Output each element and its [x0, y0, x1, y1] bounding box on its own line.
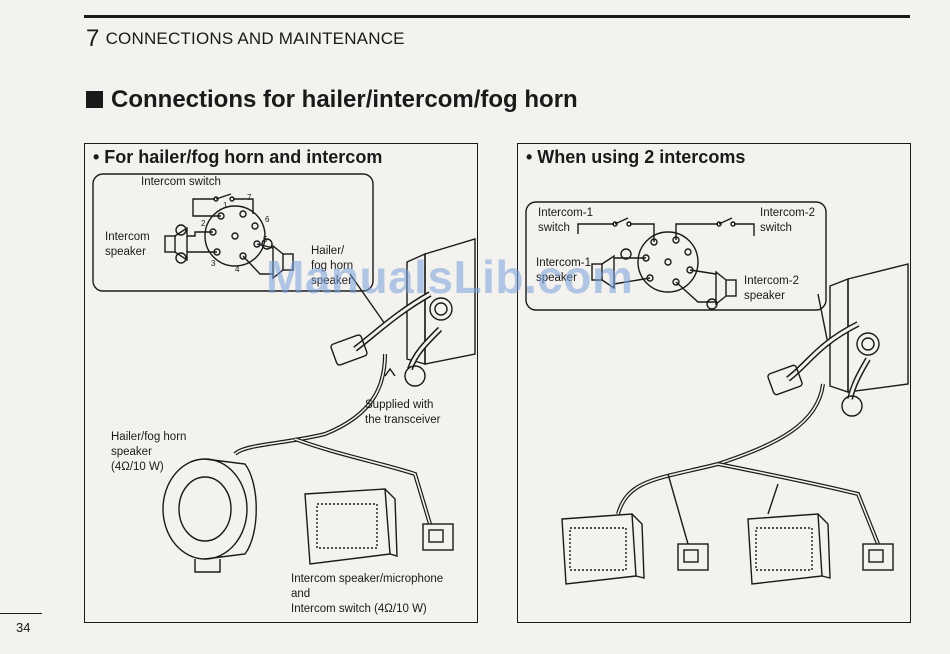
connector-pin-label: 4 — [235, 265, 240, 274]
connector-pin-label: 3 — [211, 259, 216, 268]
label-horn-2: speaker — [111, 446, 152, 458]
page-number: 34 — [16, 620, 31, 635]
connector-pin-label: 1 — [223, 201, 228, 210]
label-sw1-1: Intercom-1 — [538, 207, 593, 219]
label-intercom-speaker-2: speaker — [105, 246, 146, 258]
watermark: ManualsLib.com — [266, 251, 634, 303]
switch-wire — [192, 198, 254, 217]
label-hailer-3: speaker — [311, 275, 352, 287]
intercom-speaker-icon — [164, 235, 176, 253]
chapter-heading: 7 CONNECTIONS AND MAINTENANCE — [86, 25, 405, 53]
label-mic-3: Intercom switch (4Ω/10 W) — [291, 603, 427, 615]
connector-circle-2 — [637, 231, 699, 293]
section-title-text: Connections for hailer/intercom/fog horn — [111, 86, 578, 113]
hailer-intercom-diagram: 1 2 3 4 5 6 7 — [92, 173, 476, 573]
square-bullet-icon — [86, 91, 103, 108]
label-sw2-1: Intercom-2 — [760, 207, 815, 219]
intercom-switch-box-icon — [422, 523, 454, 551]
connector-circle — [204, 205, 266, 267]
label-intercom-switch: Intercom switch — [141, 176, 221, 188]
connector-plug-icon — [330, 334, 368, 366]
label-hailer-2: fog horn — [311, 260, 354, 272]
schematic-inset — [92, 173, 374, 292]
label-spk1-1: Intercom-1 — [536, 257, 591, 269]
hailer-speaker-icon — [282, 253, 294, 271]
label-spk1-2: speaker — [536, 272, 577, 284]
connector-pin-label: 7 — [247, 193, 252, 202]
label-hailer-1: Hailer/ — [311, 245, 345, 257]
label-spk2-2: speaker — [744, 290, 785, 302]
label-spk2-1: Intercom-2 — [744, 275, 799, 287]
intercom-2-switch-box-icon — [862, 543, 894, 571]
fog-horn-icon — [162, 458, 248, 560]
label-horn-3: (4Ω/10 W) — [111, 461, 164, 473]
connector-pin-label: 2 — [201, 219, 206, 228]
label-mic-1: Intercom speaker/microphone — [291, 573, 444, 585]
label-sw1-2: switch — [538, 222, 570, 234]
label-intercom-speaker-1: Intercom — [105, 231, 150, 243]
connector-pin-label: 5 — [263, 235, 268, 244]
label-horn-1: Hailer/fog horn — [111, 431, 187, 443]
label-supplied-1: Supplied with — [365, 399, 434, 411]
page-rule — [0, 613, 42, 614]
label-supplied-2: the transceiver — [365, 414, 441, 426]
label-mic-2: and — [291, 588, 311, 600]
section-title: Connections for hailer/intercom/fog horn — [86, 86, 578, 114]
two-intercoms-diagram — [525, 201, 909, 585]
chapter-title: CONNECTIONS AND MAINTENANCE — [105, 29, 405, 48]
label-sw2-2: switch — [760, 222, 792, 234]
intercom-1-switch-box-icon — [677, 543, 709, 571]
intercom-unit-icon — [304, 488, 391, 565]
intercom-2-unit-icon — [747, 513, 823, 585]
connector-pin-label: 6 — [265, 215, 270, 224]
left-diagram-panel: • For hailer/fog horn and intercom — [84, 143, 478, 623]
left-panel-title: • For hailer/fog horn and intercom — [93, 147, 383, 167]
schematic-inset-2 — [525, 201, 827, 311]
top-rule — [84, 15, 910, 18]
right-diagram-panel: • When using 2 intercoms — [517, 143, 911, 623]
chapter-number: 7 — [86, 25, 100, 52]
right-panel-title: • When using 2 intercoms — [526, 147, 746, 167]
intercom-1-unit-icon — [561, 513, 637, 585]
